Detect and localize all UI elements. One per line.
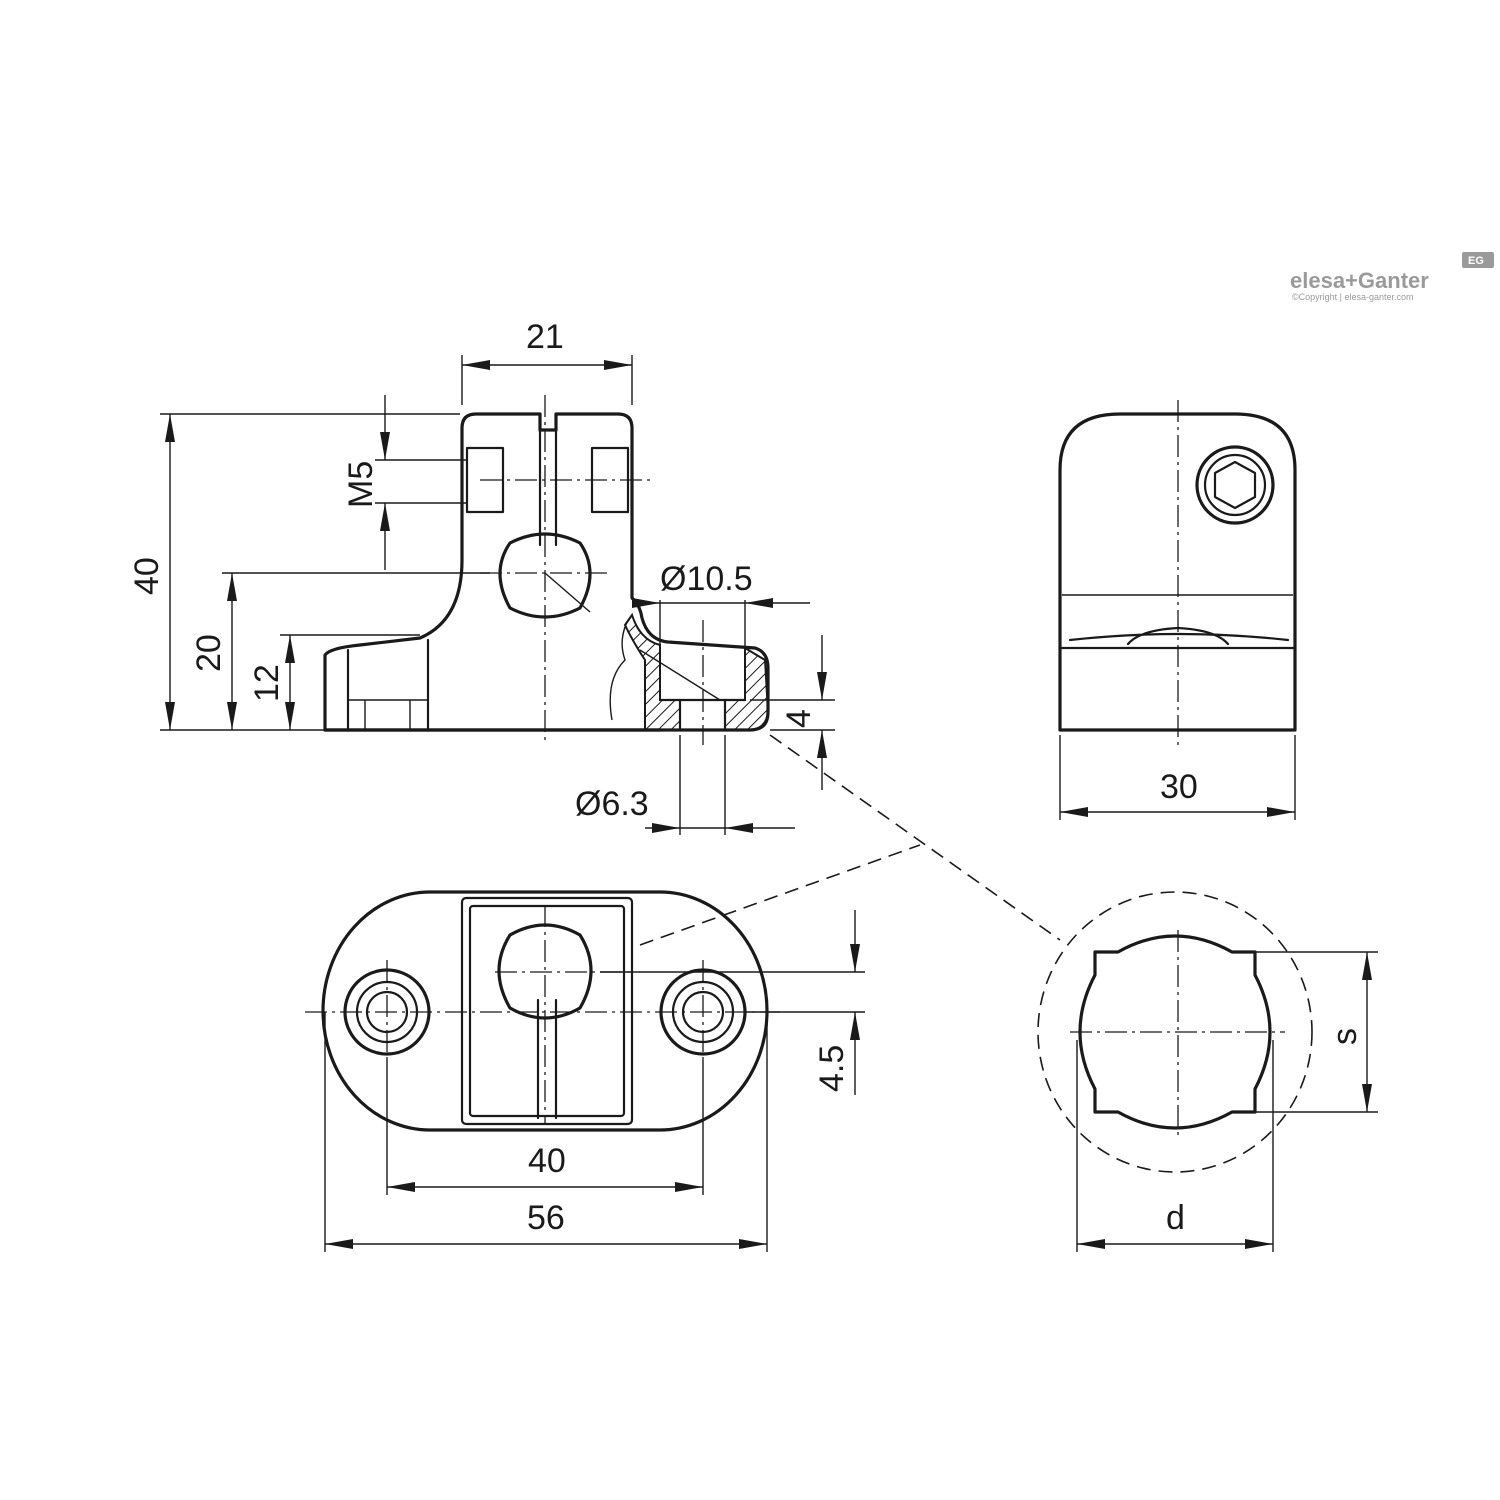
dim-side-width: 30	[1160, 768, 1198, 806]
dim-total-height: 40	[128, 557, 166, 595]
screw-head	[1195, 445, 1275, 525]
dim-offset: 4.5	[813, 1045, 851, 1092]
dim-counterbore-depth: 4	[780, 709, 818, 728]
hex-socket-icon	[1213, 460, 1257, 510]
detail-circle	[1037, 891, 1313, 1173]
top-view: 4.5 40 56	[305, 890, 865, 1252]
dim-front-width: 21	[526, 318, 564, 356]
dim-detail-flat: s	[1326, 1028, 1364, 1045]
top-view-outline	[321, 890, 769, 1132]
section-hatch	[623, 612, 681, 731]
side-view-outline	[1058, 412, 1297, 732]
tube-hole-top	[497, 923, 593, 1020]
front-view: 21 40 20 12 M5 Ø10.5	[128, 318, 835, 835]
thread-hole-left	[465, 446, 505, 514]
dim-base-height: 12	[248, 664, 286, 702]
dim-thread: M5	[342, 461, 380, 508]
tube-hole	[498, 532, 592, 619]
detail-callout	[639, 734, 1061, 946]
brand-badge: EG	[1468, 255, 1484, 267]
brand-logo: elesa+Ganter EG ©Copyright | elesa-gante…	[1290, 252, 1494, 302]
dim-counterbore-dia: Ø10.5	[660, 560, 753, 598]
brand-badge-icon	[1462, 252, 1494, 268]
dim-center-height: 20	[190, 634, 228, 672]
side-view: 30	[1058, 400, 1297, 820]
front-view-outline	[323, 412, 770, 732]
dim-hole-dia: Ø6.3	[575, 785, 649, 823]
dim-detail-dia: d	[1166, 1199, 1185, 1237]
brand-copyright: ©Copyright | elesa-ganter.com	[1292, 292, 1414, 302]
dim-overall-length: 56	[527, 1199, 565, 1237]
dim-hole-spacing: 40	[528, 1142, 566, 1180]
brand-name: elesa+Ganter	[1290, 268, 1429, 293]
detail-view: s d	[1037, 891, 1378, 1252]
